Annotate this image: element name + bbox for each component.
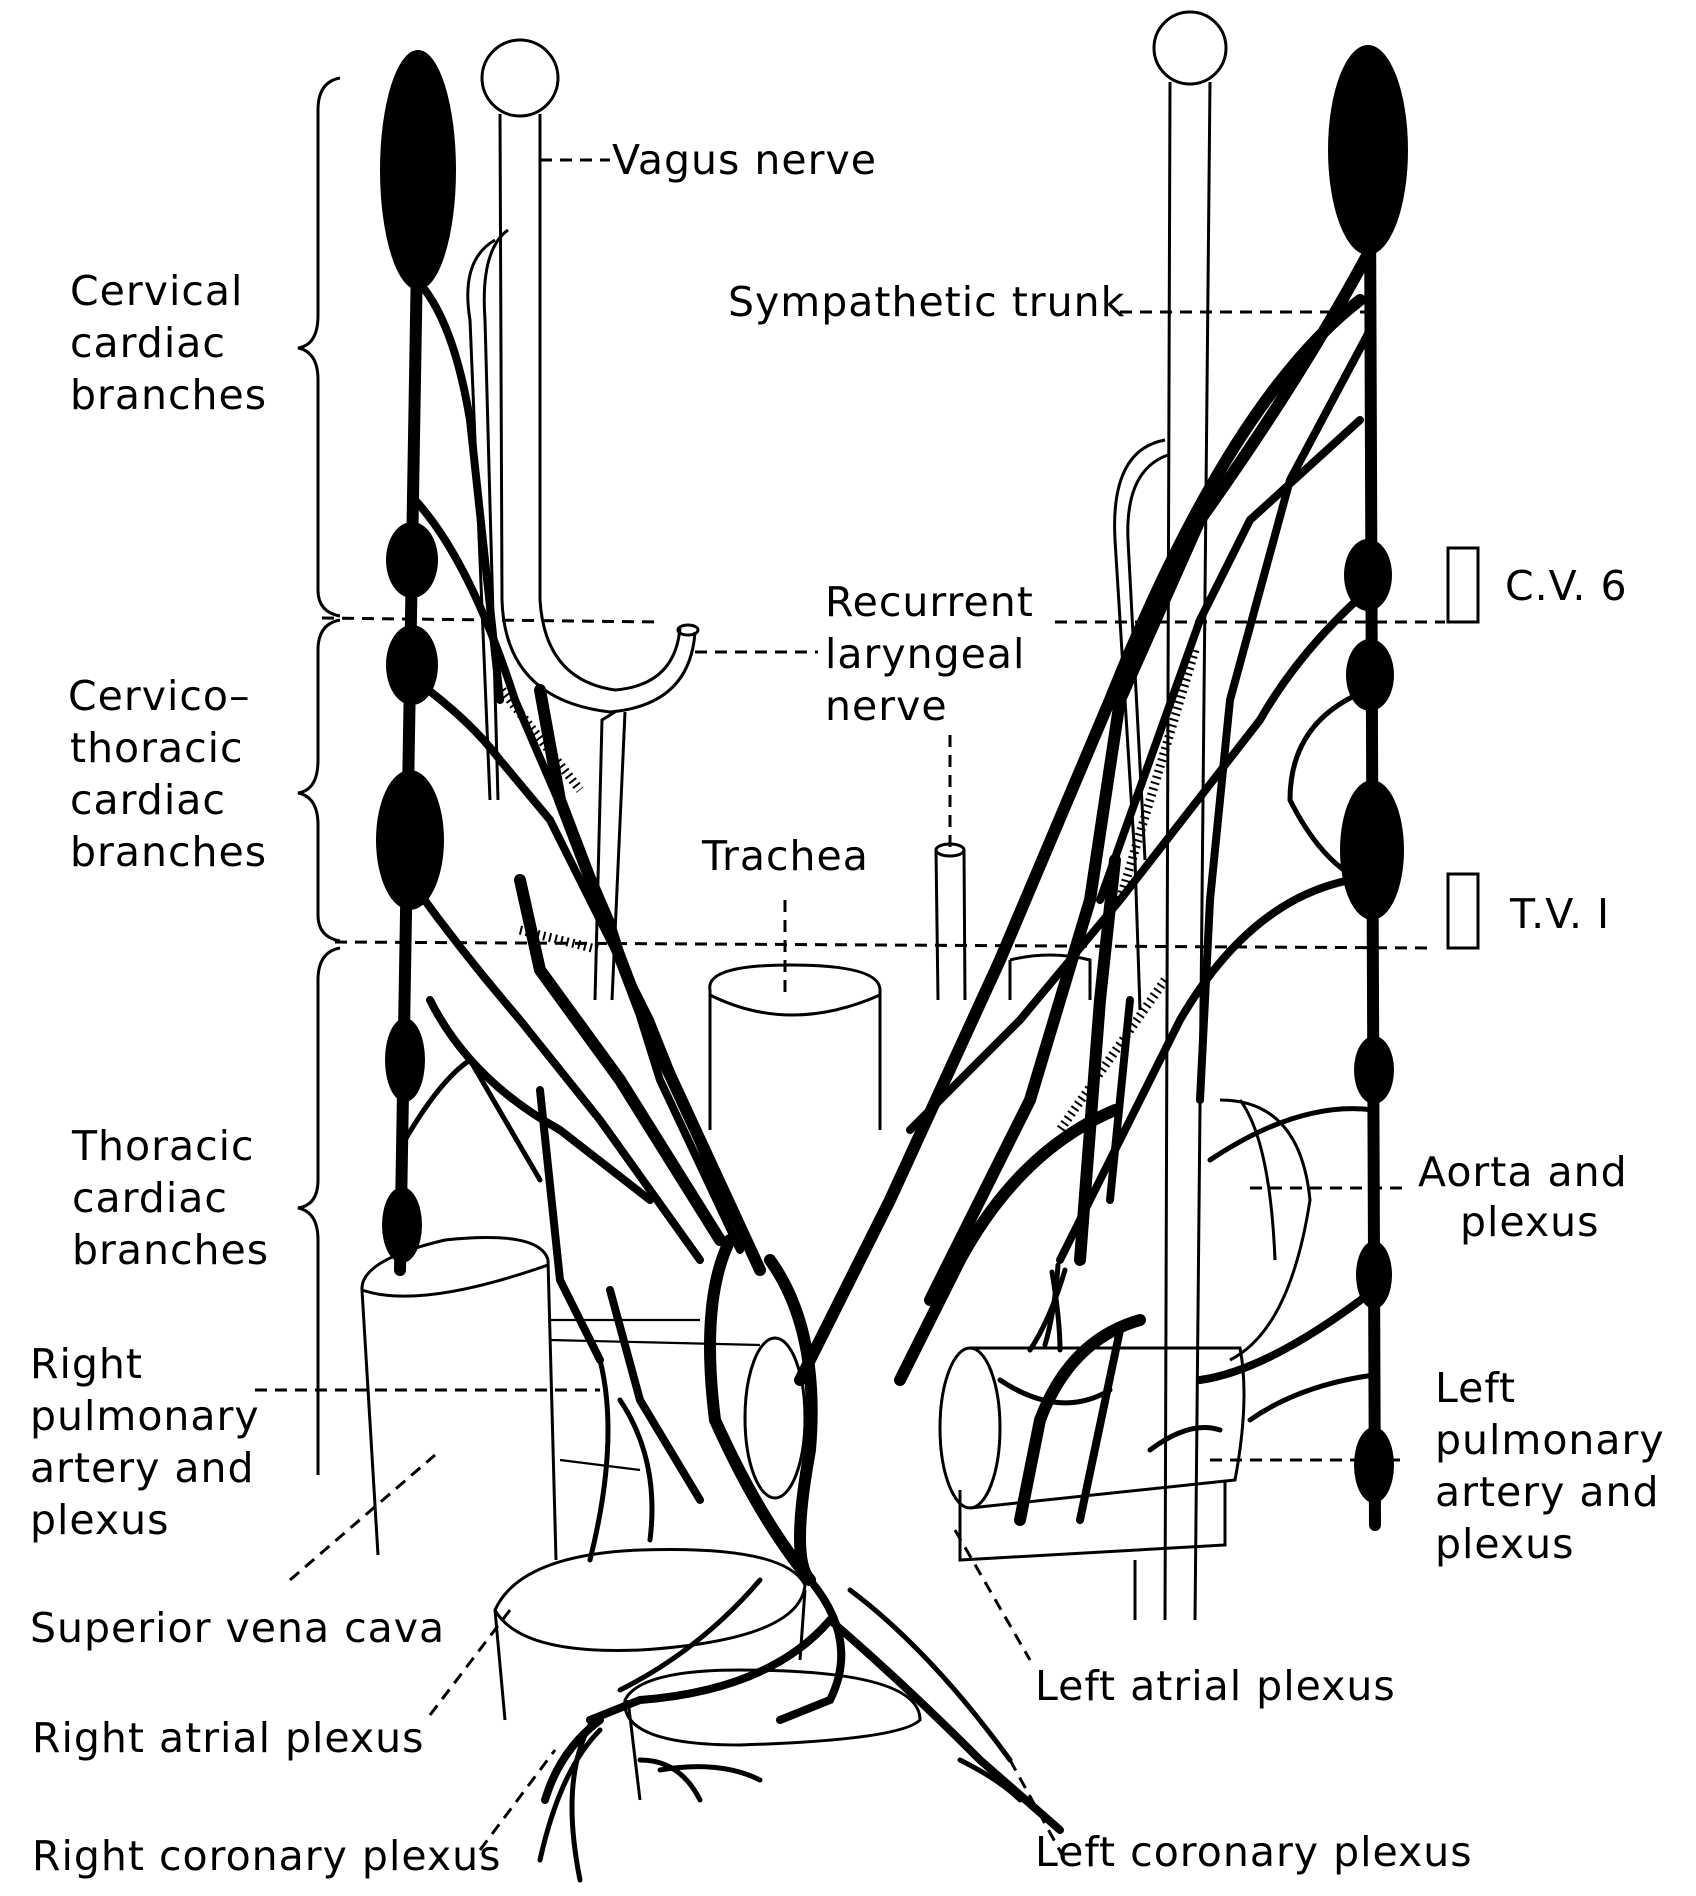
label-vagus-nerve: Vagus nerve [612,136,877,184]
deep-cardiac-plexus [537,1234,1064,1883]
right-atrium [493,1547,807,1721]
label-thoracic-2: cardiac [72,1174,228,1222]
left-vagus-nerve [1113,10,1228,1621]
tv1-level-line [334,940,1431,950]
superior-vena-cava [360,1236,558,1561]
label-cervicothoracic-4: branches [70,828,267,876]
right-vagus-nerve [466,38,700,1001]
label-cv6: C.V. 6 [1505,562,1628,610]
label-right-pulmonary-2: pulmonary [30,1392,260,1440]
label-left-pulmonary-4: plexus [1435,1520,1575,1568]
label-cervical-3: branches [70,371,267,419]
label-left-pulmonary-2: pulmonary [1435,1416,1665,1464]
trachea [708,900,882,1130]
label-aorta-2: plexus [1460,1198,1600,1246]
left-pulmonary-artery [938,1346,1246,1620]
label-aorta-1: Aorta and [1418,1148,1628,1196]
left-cardiac-nerves [794,244,1378,1526]
label-recurrent-2: laryngeal [825,630,1025,678]
label-thoracic-1: Thoracic [71,1122,255,1170]
tv1-vertebra-marker [1446,872,1480,950]
left-pulmonary-plexus-fibers [997,1262,1223,1453]
label-cervical-1: Cervical [70,267,243,315]
label-cervicothoracic-2: thoracic [70,724,244,772]
label-left-atrial-plexus: Left atrial plexus [1035,1662,1396,1710]
label-recurrent-3: nerve [825,682,948,730]
label-cervicothoracic-3: cardiac [70,776,226,824]
label-sympathetic-trunk: Sympathetic trunk [728,278,1125,326]
label-trachea: Trachea [701,832,869,880]
label-thoracic-3: branches [72,1226,269,1274]
label-right-pulmonary-3: artery and [30,1444,255,1492]
aorta [1008,953,1312,1362]
label-cervicothoracic-1: Cervico– [68,672,251,720]
leader-lines [255,158,1405,1861]
label-left-coronary-plexus: Left coronary plexus [1035,1828,1473,1876]
label-tv1: T.V. I [1509,890,1610,938]
brace-cervicothoracic [297,618,341,943]
label-right-atrial-plexus: Right atrial plexus [32,1714,425,1762]
label-left-pulmonary-1: Left [1435,1364,1516,1412]
cv6-vertebra-marker [1446,546,1480,624]
left-sympathetic-trunk [1328,45,1408,1531]
label-right-pulmonary-1: Right [30,1340,143,1388]
label-cervical-2: cardiac [70,319,226,367]
left-recurrent-laryngeal-nerve [934,735,967,1001]
label-superior-vena-cava: Superior vena cava [30,1604,445,1652]
label-recurrent-1: Recurrent [825,578,1034,626]
right-sympathetic-trunk [376,50,456,1276]
right-pulmonary-artery [549,1318,761,1472]
left-atrium [623,1668,922,1801]
brace-thoracic [297,946,341,1475]
dotted-nerve-segments [498,648,1200,1133]
label-right-coronary-plexus: Right coronary plexus [32,1832,501,1880]
brace-cervical [297,76,341,618]
label-left-pulmonary-3: artery and [1435,1468,1660,1516]
label-right-pulmonary-4: plexus [30,1496,170,1544]
